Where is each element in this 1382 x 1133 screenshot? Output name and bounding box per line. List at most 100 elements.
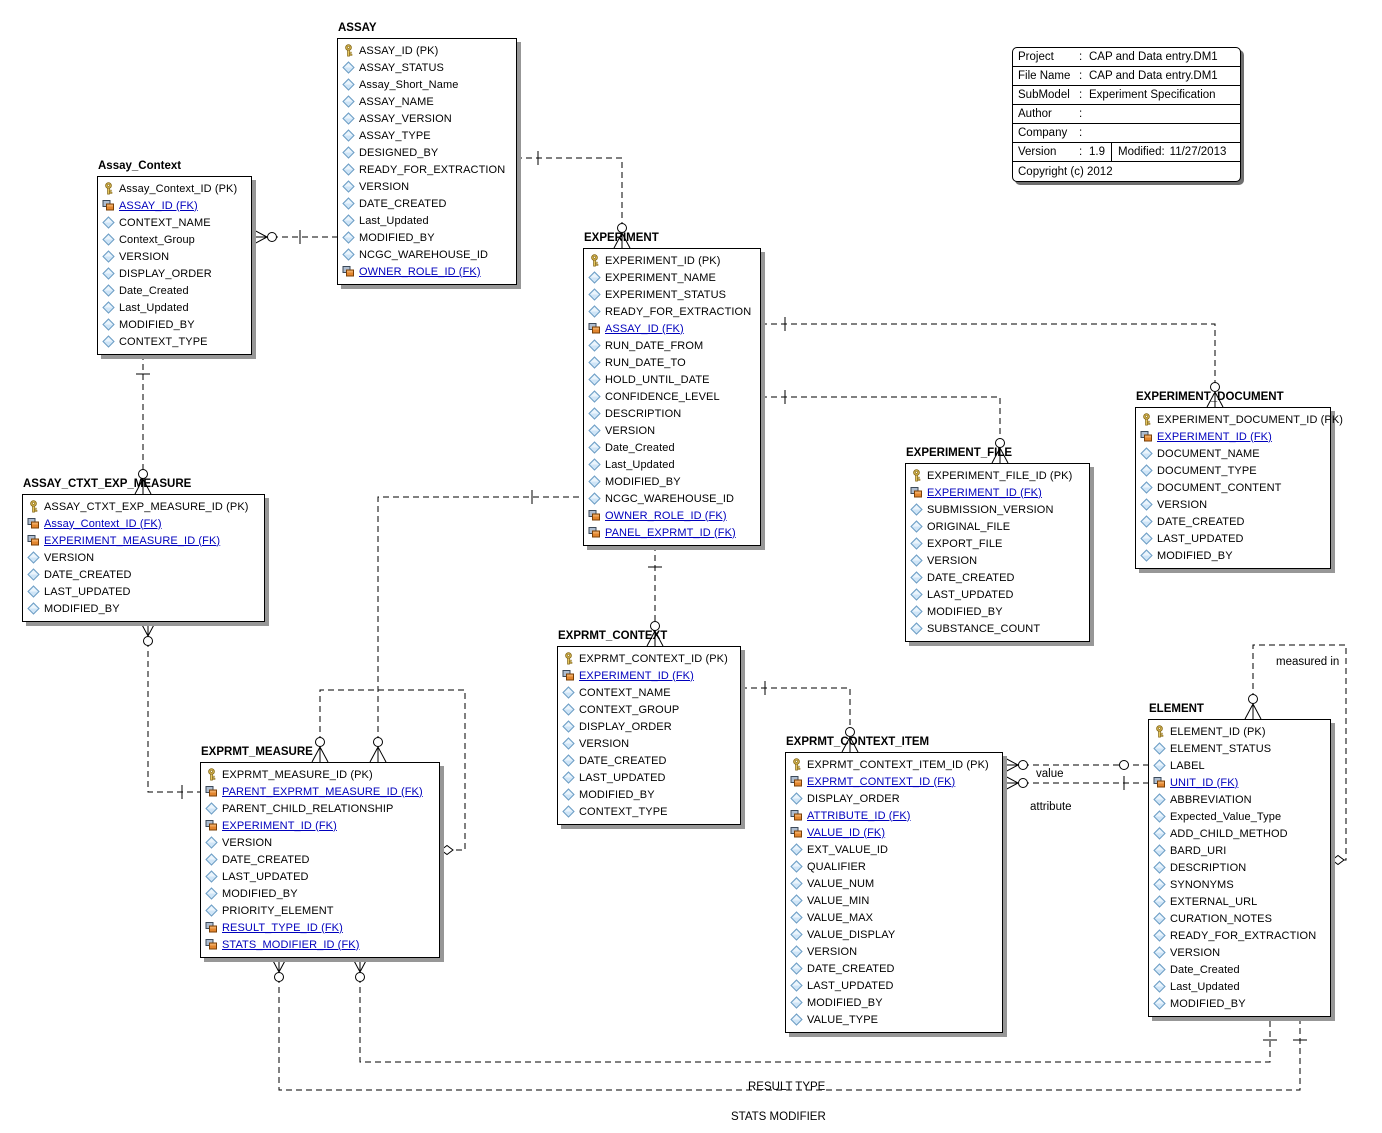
field-row-exprmt-context-item: EXPRMT_CONTEXT_ID (FK) <box>786 773 1002 790</box>
field-row-experiment-document: DATE_CREATED <box>1136 513 1330 530</box>
attribute-icon <box>102 216 115 229</box>
field-label: ASSAY_ID (FK) <box>119 199 198 212</box>
field-label: ASSAY_NAME <box>359 95 434 108</box>
field-label: ASSAY_VERSION <box>359 112 452 125</box>
entity-title-element: ELEMENT <box>1149 703 1204 715</box>
info-row: Author: <box>1013 105 1240 124</box>
field-label: ABBREVIATION <box>1170 793 1252 806</box>
field-label: LAST_UPDATED <box>44 585 131 598</box>
attribute-icon <box>1153 980 1166 993</box>
info-row: SubModel:Experiment Specification <box>1013 86 1240 105</box>
field-label: VERSION <box>807 945 858 958</box>
foreign-key-icon <box>588 527 600 538</box>
field-label: VALUE_NUM <box>807 877 875 890</box>
relationship-experiment-to-exprmt-measure <box>369 490 583 763</box>
attribute-icon <box>910 605 923 618</box>
field-row-assay-context: Assay_Context_ID (PK) <box>98 180 251 197</box>
attribute-icon <box>562 805 575 818</box>
field-label: READY_FOR_EXTRACTION <box>1170 929 1317 942</box>
field-row-experiment: EXPERIMENT_ID (PK) <box>584 252 760 269</box>
field-row-exprmt-context-item: ATTRIBUTE_ID (FK) <box>786 807 1002 824</box>
field-label: Date_Created <box>605 441 675 454</box>
field-label: DATE_CREATED <box>44 568 132 581</box>
attribute-icon <box>102 250 115 263</box>
field-label: SYNONYMS <box>1170 878 1234 891</box>
primary-key-icon <box>345 44 353 57</box>
field-label: LAST_UPDATED <box>1157 532 1244 545</box>
field-row-exprmt-measure: PARENT_EXPRMT_MEASURE_ID (FK) <box>201 783 439 800</box>
attribute-icon <box>790 911 803 924</box>
foreign-key-icon <box>588 510 600 521</box>
field-label: VERSION <box>605 424 656 437</box>
field-label: VERSION <box>1170 946 1221 959</box>
field-label: ORIGINAL_FILE <box>927 520 1011 533</box>
attribute-icon <box>1153 929 1166 942</box>
field-row-element: UNIT_ID (FK) <box>1149 774 1330 791</box>
attribute-icon <box>1153 844 1166 857</box>
attribute-icon <box>342 61 355 74</box>
field-label: MODIFIED_BY <box>359 231 435 244</box>
field-row-element: EXTERNAL_URL <box>1149 893 1330 910</box>
foreign-key-icon <box>910 487 922 498</box>
attribute-icon <box>342 112 355 125</box>
field-label: ASSAY_STATUS <box>359 61 444 74</box>
attribute-icon <box>562 686 575 699</box>
field-label: DOCUMENT_CONTENT <box>1157 481 1282 494</box>
attribute-icon <box>102 318 115 331</box>
attribute-icon <box>790 860 803 873</box>
field-row-assay: Last_Updated <box>338 212 516 229</box>
attribute-icon <box>790 945 803 958</box>
field-label: EXT_VALUE_ID <box>807 843 889 856</box>
field-row-exprmt-context-item: DATE_CREATED <box>786 960 1002 977</box>
info-row-value: CAP and Data entry.DM1 <box>1089 70 1218 82</box>
attribute-icon <box>1140 532 1153 545</box>
attribute-icon <box>342 231 355 244</box>
field-row-exprmt-context-item: VALUE_MAX <box>786 909 1002 926</box>
attribute-icon <box>562 720 575 733</box>
field-label: LAST_UPDATED <box>222 870 309 883</box>
field-row-exprmt-context-item: EXT_VALUE_ID <box>786 841 1002 858</box>
field-row-exprmt-measure: EXPERIMENT_ID (FK) <box>201 817 439 834</box>
field-label: ASSAY_TYPE <box>359 129 431 142</box>
field-row-exprmt-measure: EXPRMT_MEASURE_ID (PK) <box>201 766 439 783</box>
field-row-exprmt-measure: RESULT_TYPE_ID (FK) <box>201 919 439 936</box>
field-label: CURATION_NOTES <box>1170 912 1273 925</box>
attribute-icon <box>205 802 218 815</box>
attribute-icon <box>1153 912 1166 925</box>
field-row-element: ADD_CHILD_METHOD <box>1149 825 1330 842</box>
field-label: EXPRMT_CONTEXT_ID (FK) <box>807 775 956 788</box>
entity-title-exprmt-context: EXPRMT_CONTEXT <box>558 630 668 642</box>
field-label: MODIFIED_BY <box>927 605 1003 618</box>
attribute-icon <box>562 703 575 716</box>
field-row-assay-context: ASSAY_ID (FK) <box>98 197 251 214</box>
primary-key-icon <box>591 254 599 267</box>
field-label: CONTEXT_NAME <box>579 686 671 699</box>
field-row-experiment-file: DATE_CREATED <box>906 569 1089 586</box>
field-row-experiment: Date_Created <box>584 439 760 456</box>
field-row-exprmt-measure: PARENT_CHILD_RELATIONSHIP <box>201 800 439 817</box>
foreign-key-icon <box>205 786 217 797</box>
field-row-exprmt-context-item: DISPLAY_ORDER <box>786 790 1002 807</box>
field-label: ELEMENT_STATUS <box>1170 742 1272 755</box>
field-row-assay: VERSION <box>338 178 516 195</box>
field-label: DOCUMENT_NAME <box>1157 447 1260 460</box>
field-label: MODIFIED_BY <box>807 996 883 1009</box>
attribute-icon <box>102 233 115 246</box>
attribute-icon <box>205 836 218 849</box>
field-row-experiment: DESCRIPTION <box>584 405 760 422</box>
attribute-icon <box>790 962 803 975</box>
info-colon: : <box>1079 146 1083 158</box>
field-row-experiment-document: EXPERIMENT_DOCUMENT_ID (PK) <box>1136 411 1343 428</box>
primary-key-icon <box>1143 413 1151 426</box>
